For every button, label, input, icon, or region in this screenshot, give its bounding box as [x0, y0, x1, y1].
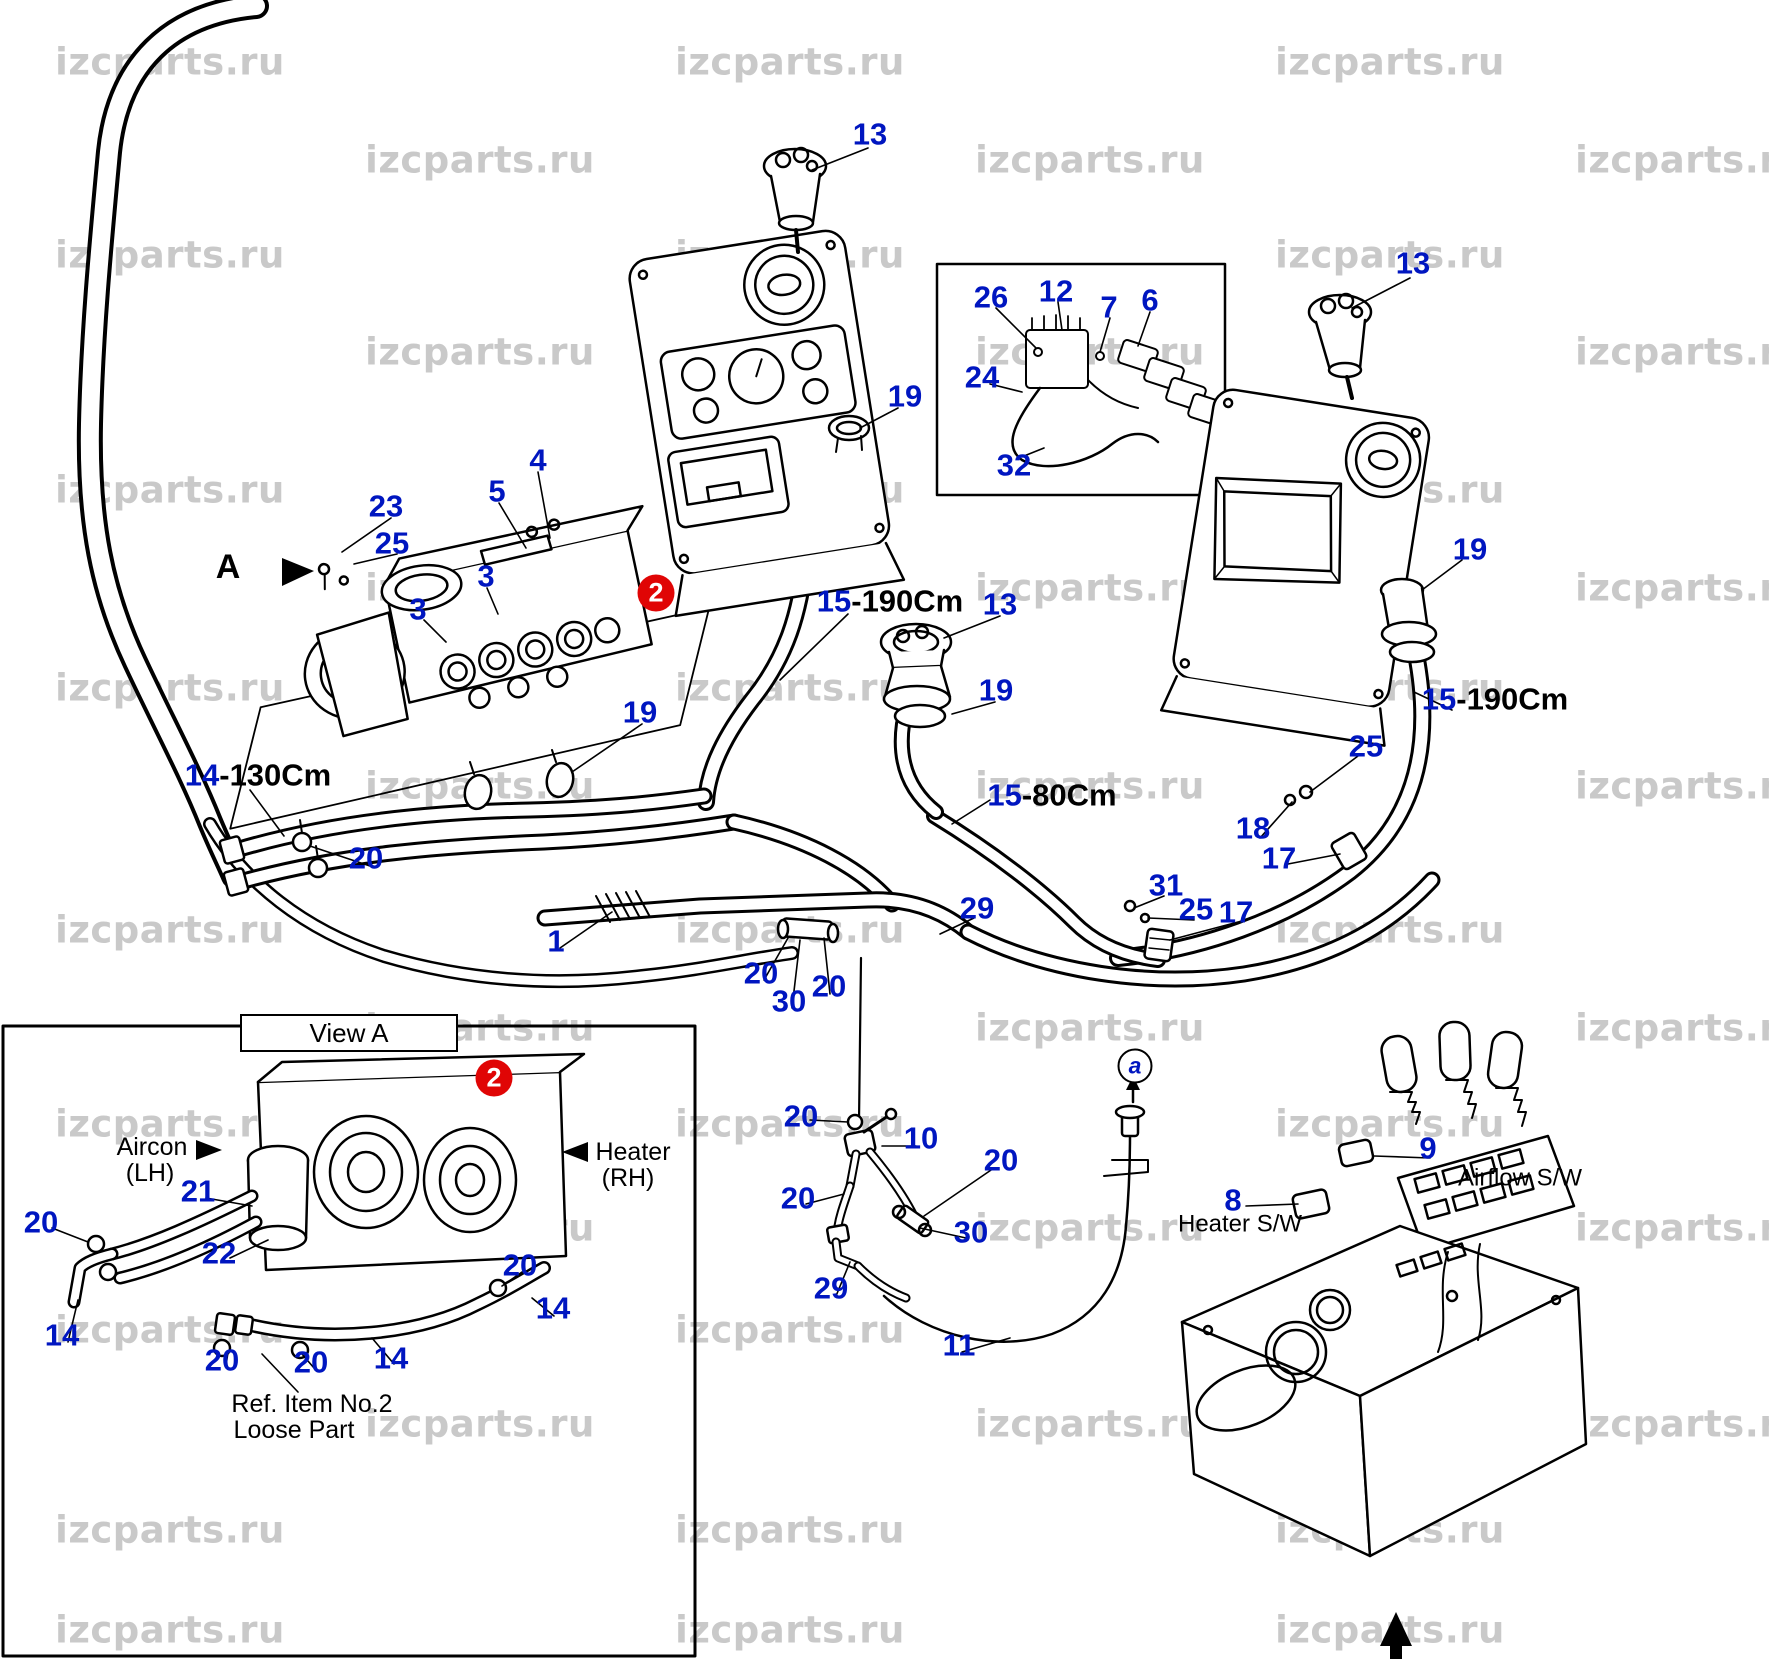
watermark-text: izcparts.ru	[975, 1206, 1205, 1250]
fitting-30-art	[776, 917, 840, 944]
funnel-mid-art	[879, 622, 953, 820]
heater-switch-art	[1291, 1188, 1331, 1220]
watermark-text: izcparts.ru	[1275, 1102, 1505, 1146]
watermark-text: izcparts.ru	[675, 1608, 905, 1652]
watermark-text: izcparts.ru	[55, 1102, 285, 1146]
watermark-text: izcparts.ru	[365, 330, 595, 374]
gauge-console-art	[628, 229, 906, 618]
watermark-text: izcparts.ru	[55, 666, 285, 710]
watermark-text: izcparts.ru	[1575, 566, 1769, 610]
cap-19-art	[827, 414, 871, 453]
heater-unit-art	[229, 504, 711, 830]
vent-console-art	[1159, 388, 1431, 747]
knob-13-right-art	[1307, 292, 1373, 400]
watermark-text: izcparts.ru	[1575, 1402, 1769, 1446]
knob-13-top-art	[762, 146, 828, 254]
leader-lines	[51, 147, 1463, 1393]
watermark-text: izcparts.ru	[1575, 764, 1769, 808]
joysticks-art	[1380, 1020, 1527, 1127]
watermark-text: izcparts.ru	[365, 1402, 595, 1446]
view-a-arrow	[282, 558, 314, 586]
watermark-text: izcparts.ru	[975, 764, 1205, 808]
watermark-text: izcparts.ru	[675, 1508, 905, 1552]
hose1-hatch-art	[595, 890, 651, 923]
watermark-text: izcparts.ru	[975, 1006, 1205, 1050]
watermark-text: izcparts.ru	[975, 1402, 1205, 1446]
watermark-text: izcparts.ru	[975, 566, 1205, 610]
valve-assembly-art	[825, 1107, 933, 1303]
viewa-inset-art	[1, 1024, 697, 1658]
watermark-text: izcparts.ru	[55, 1508, 285, 1552]
watermark-text: izcparts.ru	[975, 138, 1205, 182]
watermark-text: izcparts.ru	[1275, 40, 1505, 84]
up-arrow	[1380, 1612, 1412, 1646]
aircon-arrow	[196, 1140, 222, 1160]
watermark-text: izcparts.ru	[55, 1608, 285, 1652]
watermark-text: izcparts.ru	[675, 1308, 905, 1352]
cab-frame-pipe-art	[76, 0, 269, 889]
watermark-text: izcparts.ru	[365, 138, 595, 182]
electrical-inset-art	[935, 262, 1229, 497]
watermark-text: izcparts.ru	[1575, 330, 1769, 374]
hose-tubes-art	[227, 547, 1441, 1124]
funnel-right-art	[1379, 577, 1438, 664]
airflow-switch-art	[1337, 1138, 1375, 1168]
hose-clamps-19-art	[463, 749, 575, 811]
watermark-text: izcparts.ru	[1275, 233, 1505, 277]
hose-fittings-left-art	[218, 819, 329, 897]
watermark-text: izcparts.ru	[1575, 1206, 1769, 1250]
watermark-text: izcparts.ru	[55, 908, 285, 952]
watermark-text: izcparts.ru	[1575, 1006, 1769, 1050]
view-a-title-box: View A	[240, 1014, 458, 1052]
watermark-text: izcparts.ru	[1575, 138, 1769, 182]
cable-11-art	[882, 1076, 1149, 1343]
view-a-title: View A	[309, 1017, 389, 1048]
watermark-text: izcparts.ru	[675, 666, 905, 710]
heater-arrow	[562, 1142, 588, 1162]
frame-sweep-art	[203, 817, 799, 989]
clamp-17-right-art	[1283, 784, 1368, 871]
right-console-art	[1180, 1020, 1588, 1659]
electrical-inset-border	[935, 262, 1227, 497]
watermark-text: izcparts.ru	[675, 40, 905, 84]
